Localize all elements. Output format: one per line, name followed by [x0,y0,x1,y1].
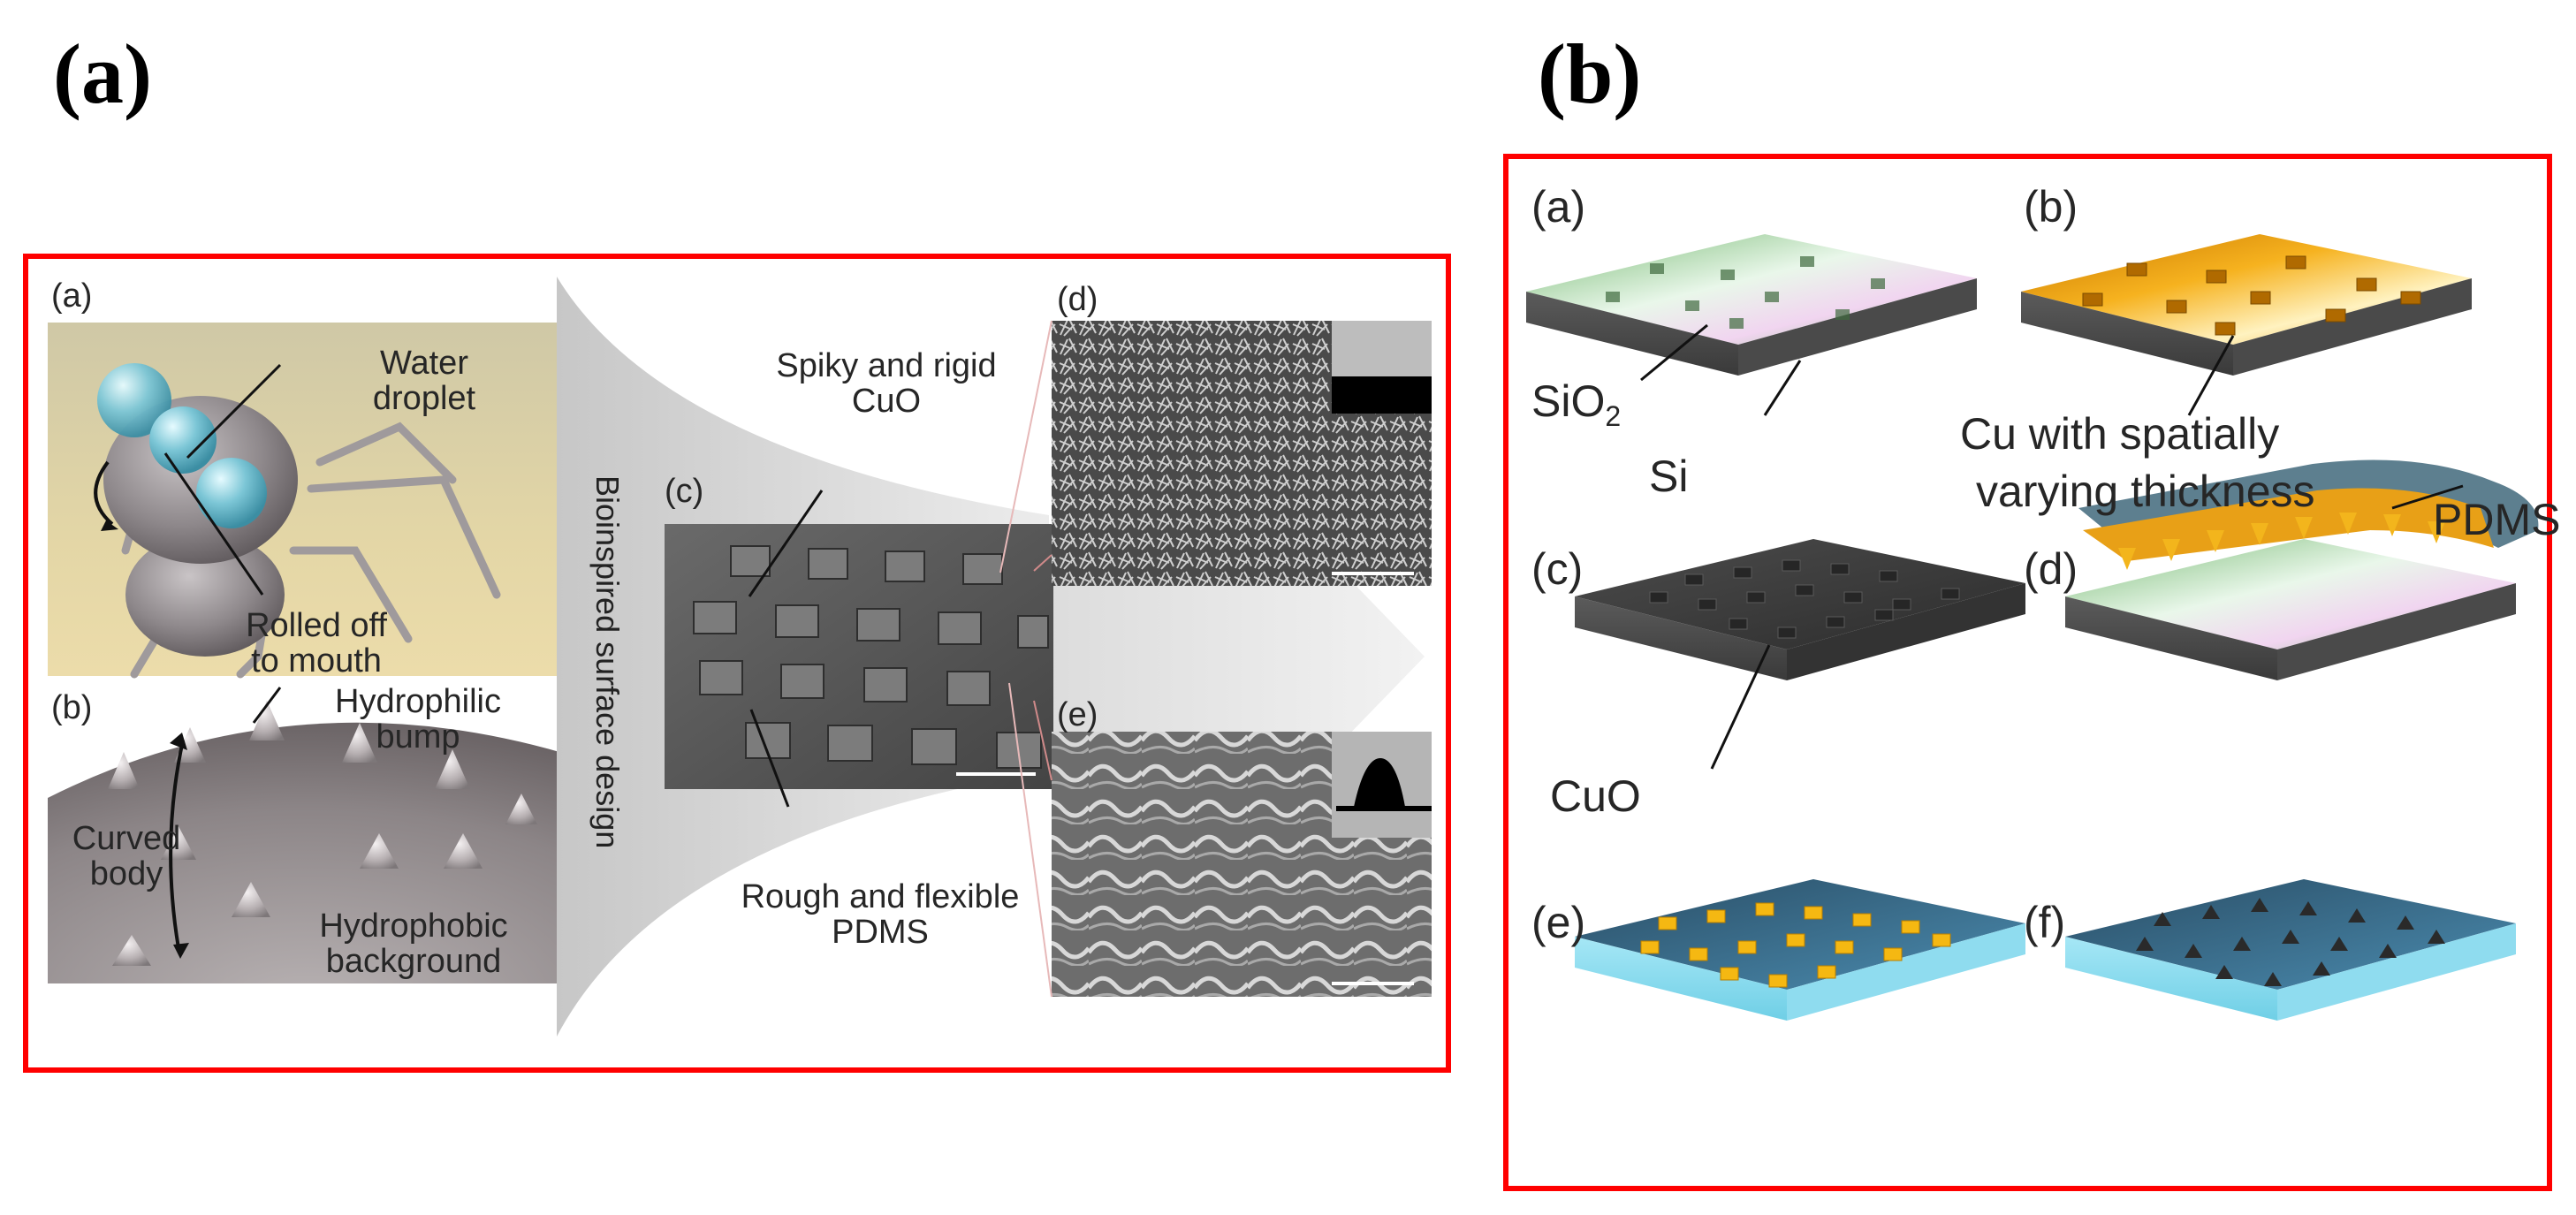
rough-pdms-label: Rough and flexible PDMS [739,878,1022,951]
si-label: Si [1649,452,1689,501]
panel-b-illustration [1526,234,2539,1021]
panel-b-sub-a: (a) [1531,182,1586,232]
rolled-off-label: Rolled off to mouth [228,607,405,680]
hydrophobic-line-2: background [325,942,502,980]
cu-label-line-2: varying thickness [1976,467,2315,516]
hydrophobic-line-1: Hydrophobic [319,907,508,945]
hydrophilic-label: Hydrophilic bump [325,683,511,756]
hydrophilic-line-2: bump [376,718,460,756]
pdms-label: PDMS [2433,495,2561,544]
sio2-base: SiO [1531,376,1606,426]
panel-a-sub-a: (a) [51,277,93,315]
rolled-off-line-2: to mouth [251,642,382,680]
cuo-label: CuO [1550,771,1641,821]
panel-b-sub-e: (e) [1531,898,1586,947]
panel-b-sub-f: (f) [2024,898,2066,947]
spiky-line-2: CuO [851,382,922,420]
panel-b-sub-d: (d) [2024,544,2078,594]
panel-a-frame [23,254,1451,1073]
water-droplet-line-1: Water [380,345,468,382]
figure-label-a: (a) [53,27,152,121]
bioinspired-design-title: Bioinspired surface design [589,475,626,849]
curved-body-label: Curved body [60,820,193,892]
panel-a-sub-c: (c) [665,473,704,510]
sio2-label: SiO2 [1531,378,1621,432]
curved-line-1: Curved [72,820,181,857]
panel-b-sub-c: (c) [1531,544,1584,594]
panel-a-sub-b: (b) [51,689,93,726]
panel-b-frame [1503,154,2552,1191]
sio2-subscript: 2 [1605,400,1622,432]
figure-label-b: (b) [1538,27,1642,121]
cu-label-line-1: Cu with spatially [1960,409,2280,459]
panel-a-illustration [48,277,1432,1037]
water-droplet-line-2: droplet [372,379,476,417]
spiky-cuo-label: Spiky and rigid CuO [767,347,1006,420]
rolled-off-line-1: Rolled off [246,607,387,644]
rough-line-2: PDMS [832,913,929,951]
rough-line-1: Rough and flexible [741,878,1020,915]
spiky-line-1: Spiky and rigid [776,347,997,384]
panel-a-sub-e: (e) [1057,696,1098,733]
water-droplet-label: Water droplet [336,346,513,417]
panel-a-sub-d: (d) [1057,281,1098,318]
hydrophobic-label: Hydrophobic background [308,907,520,980]
panel-b-sub-b: (b) [2024,182,2078,232]
curved-line-2: body [89,854,163,892]
hydrophilic-line-1: Hydrophilic [335,683,501,720]
